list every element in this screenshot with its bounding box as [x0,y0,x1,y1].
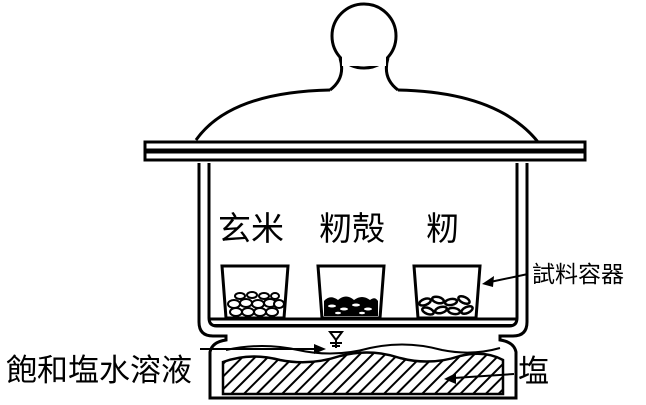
label-sample-container: 試料容器 [532,262,624,288]
label-saturated-brine: 飽和塩水溶液 [6,353,192,389]
salt-arrow [444,373,515,384]
sample-container-paddy [412,264,482,320]
label-brown-rice: 玄米 [218,209,284,248]
sample-container-arrow [482,273,529,287]
label-paddy: 籾 [426,209,459,248]
label-rice-husk: 籾殻 [319,209,385,248]
brine-surface [225,343,501,355]
label-salt: 塩 [518,354,549,390]
rice-husk-material [324,296,378,316]
sample-container-rice-husk [316,264,386,320]
perforated-plate [209,317,517,326]
paddy-grains [418,295,474,316]
lid-rim [143,140,587,162]
saturated-brine-arrow [200,344,326,354]
lid-knob [329,2,399,92]
water-level-marker [328,331,344,348]
salt-layer [221,351,505,396]
brown-rice-grains [227,291,285,317]
lid-dome [194,88,540,143]
sample-container-brown-rice [220,264,290,320]
